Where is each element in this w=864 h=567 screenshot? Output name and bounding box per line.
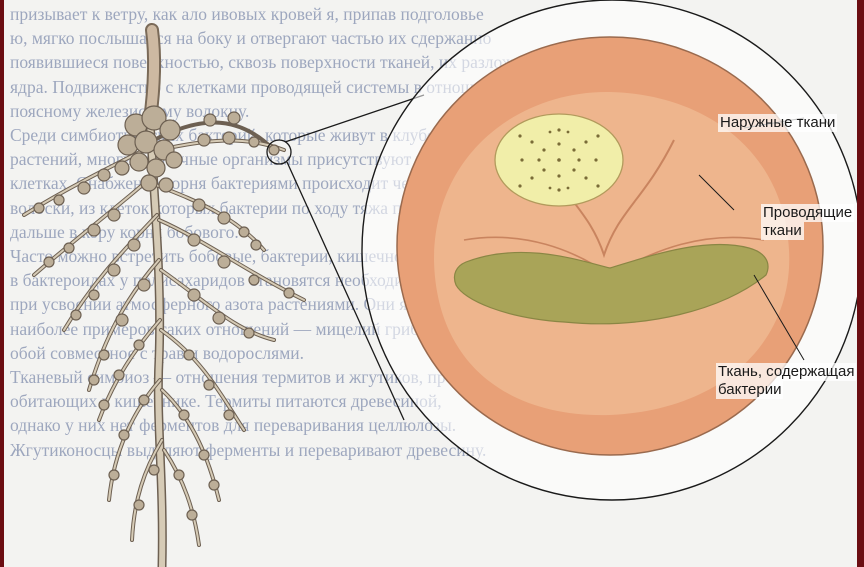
conducting-tissue-label-line2: ткани — [761, 222, 804, 240]
outer-tissue-label: Наружные ткани — [718, 114, 837, 132]
conducting-tissue-label-line1: Проводящие — [761, 204, 854, 222]
bacteria-tissue-label-line1: Ткань, содержащая — [716, 363, 856, 381]
bacteria-tissue-label-line2: бактерии — [716, 381, 783, 399]
diagram-art — [4, 0, 857, 567]
textbook-page: призывает к ветру, как ало ивовых кровей… — [4, 0, 857, 567]
